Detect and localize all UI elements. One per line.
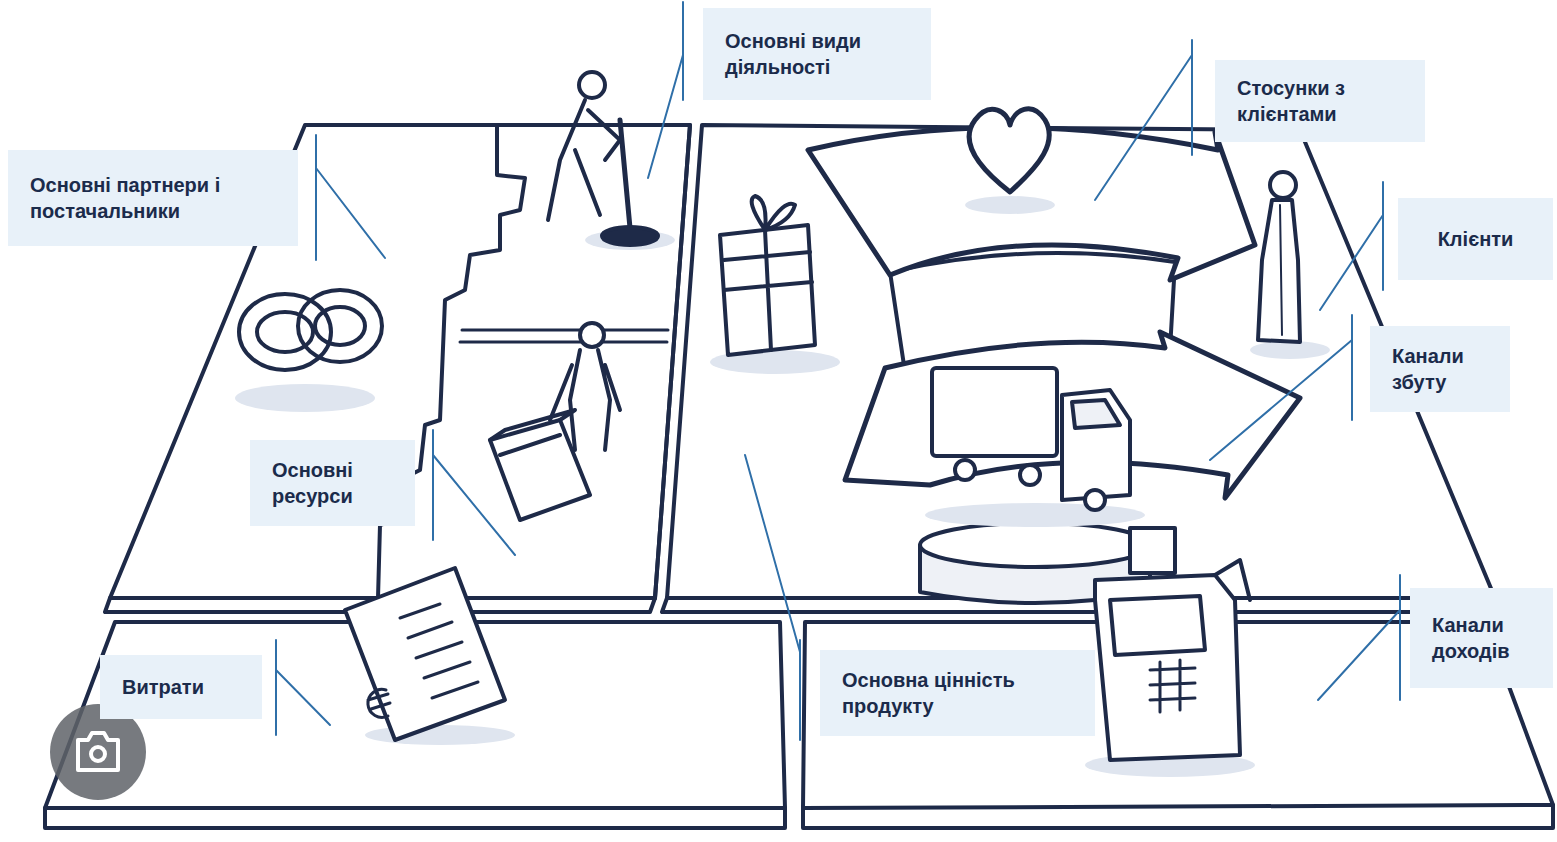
register-top — [1130, 528, 1175, 573]
pedestal-top — [920, 523, 1150, 567]
heart — [969, 109, 1049, 192]
divider-line — [460, 330, 668, 342]
label-box: Канали збуту — [1370, 326, 1510, 412]
gift-box — [720, 225, 815, 355]
leader-line — [648, 2, 683, 178]
receipt — [345, 568, 505, 740]
leader-line — [1095, 40, 1192, 200]
label-text: Стосунки з клієнтами — [1237, 75, 1403, 128]
label-box: Основні ресурси — [250, 440, 415, 526]
shadow — [1250, 341, 1330, 359]
label-text: Основні види діяльності — [725, 28, 909, 81]
truck-window — [1072, 400, 1120, 428]
leader-line — [1210, 315, 1352, 460]
wheel — [955, 460, 975, 480]
label-box: Основна цінність продукту — [820, 650, 1095, 736]
leader-line — [1320, 182, 1383, 310]
label-text: Витрати — [122, 674, 240, 700]
label-text: Основні ресурси — [272, 457, 393, 510]
box-lid — [490, 410, 575, 455]
label-box: Стосунки з клієнтами — [1215, 60, 1425, 142]
coat-line — [1280, 205, 1282, 335]
person-head — [579, 72, 605, 98]
icon-camera — [78, 733, 118, 770]
label-text: Основна цінність продукту — [842, 667, 1073, 720]
chain-link-inner — [315, 307, 365, 345]
shadow — [235, 384, 375, 412]
divider-line — [655, 125, 690, 598]
label-box: Витрати — [100, 655, 262, 719]
truck-cargo — [932, 368, 1057, 456]
euro-symbol — [368, 689, 390, 717]
truck-cab — [1062, 390, 1130, 500]
shovel — [620, 120, 630, 228]
person-coat — [1258, 200, 1300, 342]
icon-lens — [91, 747, 105, 761]
chain-link — [298, 290, 382, 362]
label-box: Клієнти — [1398, 198, 1553, 280]
wheel — [1020, 465, 1040, 485]
panel-edge — [803, 805, 1553, 828]
person-head — [1270, 172, 1296, 198]
person-head — [580, 323, 604, 347]
leader-line — [745, 455, 800, 740]
leader-line — [1318, 575, 1400, 700]
gift-bow — [752, 196, 795, 230]
dirt — [602, 227, 658, 245]
box — [490, 420, 590, 520]
label-text: Клієнти — [1420, 226, 1531, 252]
stepped-divider — [378, 127, 525, 598]
shadow — [965, 196, 1055, 214]
person-body — [548, 100, 620, 220]
leader-line — [316, 135, 385, 260]
register-screen — [1110, 596, 1205, 655]
label-box: Основні види діяльності — [703, 8, 931, 100]
wheel — [1085, 490, 1105, 510]
gift-ribbon — [724, 230, 812, 350]
leader-line — [433, 430, 515, 555]
register-keys — [1150, 660, 1195, 712]
label-box: Канали доходів — [1410, 588, 1553, 688]
label-text: Канали доходів — [1432, 612, 1531, 665]
register-body — [1095, 575, 1240, 760]
receipt-lines — [400, 604, 478, 698]
register-handle — [1215, 560, 1250, 600]
panel-edge — [45, 808, 785, 828]
label-box: Основні партнери і постачальники — [8, 150, 298, 246]
leader-line — [276, 640, 330, 735]
label-text: Канали збуту — [1392, 343, 1488, 396]
label-text: Основні партнери і постачальники — [30, 172, 276, 225]
shadow — [925, 503, 1145, 527]
shadow — [365, 725, 515, 745]
